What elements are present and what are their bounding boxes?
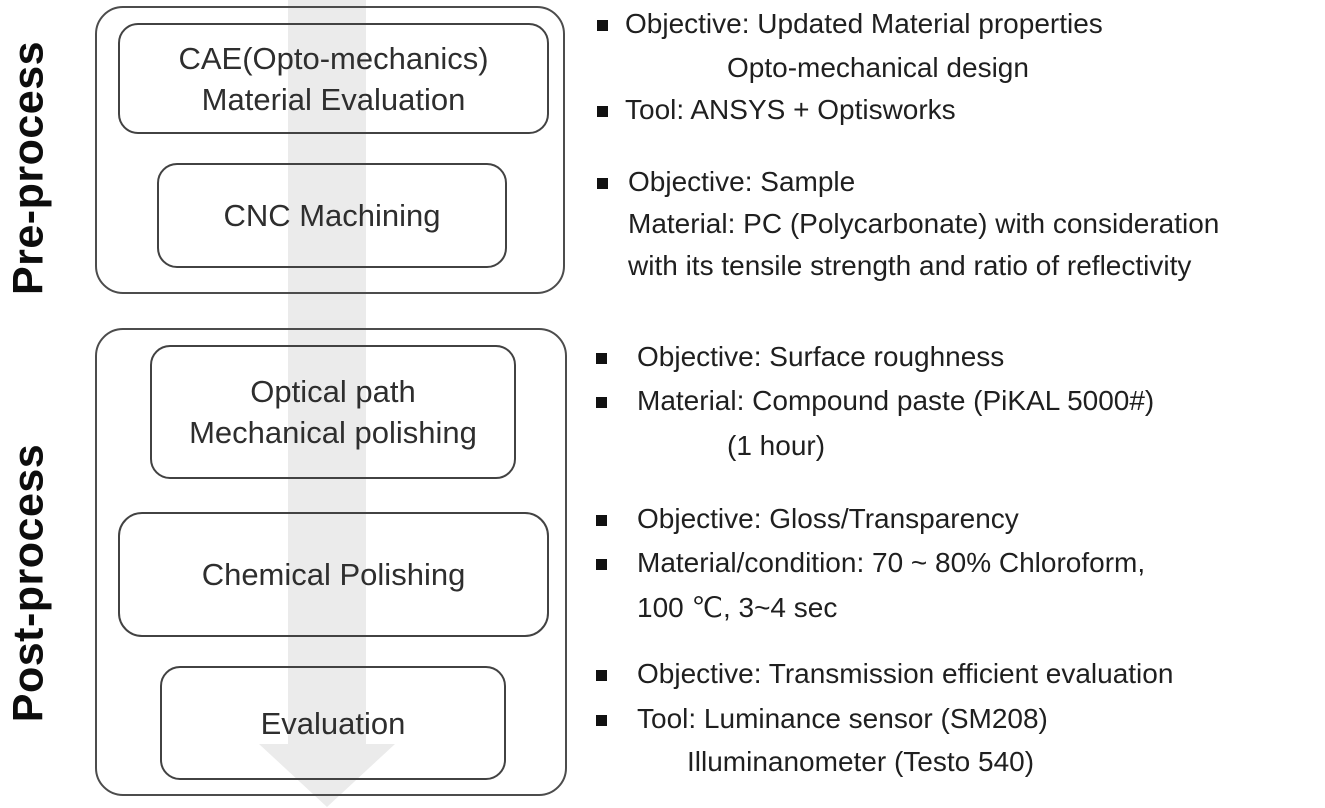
bullet-marker (596, 559, 607, 570)
bullet-marker (596, 397, 607, 408)
note-objective-surface-roughness: Objective: Surface roughness (637, 341, 1005, 372)
bullet-marker (597, 178, 608, 189)
bullet-marker (597, 20, 608, 31)
note-tensile-strength: with its tensile strength and ratio of r… (628, 250, 1192, 281)
flow-box-optical-path-mechanical-polishing: Optical path Mechanical polishing (150, 345, 516, 479)
note-tool-ansys: Tool: ANSYS + Optisworks (625, 94, 956, 125)
bullet-marker (596, 670, 607, 681)
note-one-hour: (1 hour) (727, 430, 826, 461)
flow-box-evaluation-label: Evaluation (260, 705, 406, 741)
note-illuminanometer: Illuminanometer (Testo 540) (687, 746, 1035, 777)
note-objective-sample: Objective: Sample (628, 166, 856, 197)
flow-box-cae-line2: Material Evaluation (201, 81, 466, 117)
note-objective-transmission: Objective: Transmission efficient evalua… (637, 658, 1174, 689)
flow-box-cnc-machining: CNC Machining (157, 163, 507, 268)
post-process-stage-label: Post-process (4, 443, 53, 723)
note-material-condition-chloroform: Material/condition: 70 ~ 80% Chloroform, (637, 547, 1146, 578)
note-objective-updated-material: Objective: Updated Material properties (625, 8, 1103, 39)
bullet-marker (596, 715, 607, 726)
flow-arrow-down-icon (259, 744, 395, 807)
flow-arrow-shaft (288, 0, 366, 745)
note-material-pc: Material: PC (Polycarbonate) with consid… (628, 208, 1220, 239)
post-process-group-box (95, 328, 567, 796)
flow-box-chemical-polishing: Chemical Polishing (118, 512, 549, 637)
note-tool-luminance-sensor: Tool: Luminance sensor (SM208) (637, 703, 1048, 734)
flow-box-cae: CAE(Opto-mechanics) Material Evaluation (118, 23, 549, 134)
flow-box-cae-line1: CAE(Opto-mechanics) (178, 40, 489, 76)
note-objective-gloss-transparency: Objective: Gloss/Transparency (637, 503, 1019, 534)
flow-box-evaluation: Evaluation (160, 666, 506, 780)
flow-box-cnc-label: CNC Machining (223, 198, 441, 233)
bullet-marker (597, 106, 608, 117)
note-material-compound-paste: Material: Compound paste (PiKAL 5000#) (637, 385, 1155, 416)
flow-box-chemical-label: Chemical Polishing (201, 557, 466, 592)
flow-box-optical-line2: Mechanical polishing (189, 415, 477, 450)
bullet-marker (596, 353, 607, 364)
note-temperature-time: 100 ℃, 3~4 sec (637, 592, 838, 623)
pre-process-group-box (95, 6, 565, 294)
bullet-marker (596, 515, 607, 526)
note-opto-mechanical-design: Opto-mechanical design (727, 52, 1029, 83)
pre-process-stage-label: Pre-process (4, 40, 53, 296)
flow-box-optical-line1: Optical path (250, 374, 416, 409)
